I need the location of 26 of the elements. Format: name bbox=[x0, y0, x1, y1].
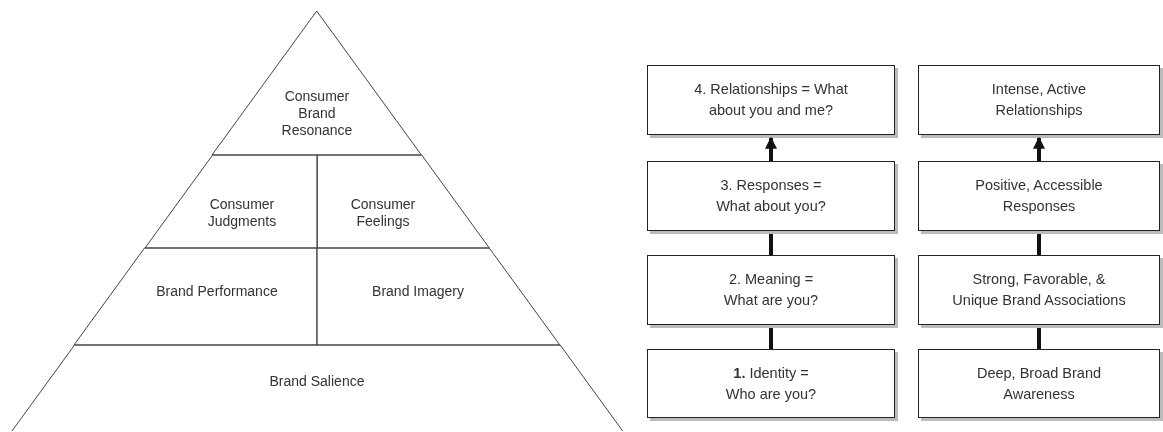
level-box: 4. Relationships = What about you and me? bbox=[647, 65, 895, 135]
section-label: Brand Salience bbox=[268, 372, 366, 390]
level-box: 3. Responses = What about you? bbox=[647, 161, 895, 231]
section-label: Brand Imagery bbox=[371, 282, 465, 300]
connector-line bbox=[769, 234, 773, 255]
pyramid-section bbox=[144, 155, 317, 248]
connector-line bbox=[1037, 328, 1041, 349]
connector-line bbox=[1037, 234, 1041, 255]
level-box: Deep, Broad Brand Awareness bbox=[918, 349, 1160, 418]
level-box: 2. Meaning = What are you? bbox=[647, 255, 895, 325]
section-label: Brand Performance bbox=[155, 282, 279, 300]
section-label: Consumer Brand Resonance bbox=[280, 87, 354, 139]
level-box: 1. Identity = Who are you? bbox=[647, 349, 895, 418]
level-box: Strong, Favorable, & Unique Brand Associations bbox=[918, 255, 1160, 325]
pyramid-section bbox=[212, 11, 422, 155]
pyramid-section bbox=[317, 248, 560, 345]
arrow bbox=[765, 136, 777, 161]
section-label: Consumer Feelings bbox=[349, 196, 417, 230]
arrow bbox=[1033, 136, 1045, 161]
pyramid-section bbox=[74, 248, 317, 345]
level-box: Intense, Active Relationships bbox=[918, 65, 1160, 135]
connector-line bbox=[769, 328, 773, 349]
level-box: Positive, Accessible Responses bbox=[918, 161, 1160, 231]
pyramid-section bbox=[317, 155, 490, 248]
pyramid-section bbox=[11, 345, 623, 431]
section-label: Consumer Judgments bbox=[206, 196, 278, 230]
